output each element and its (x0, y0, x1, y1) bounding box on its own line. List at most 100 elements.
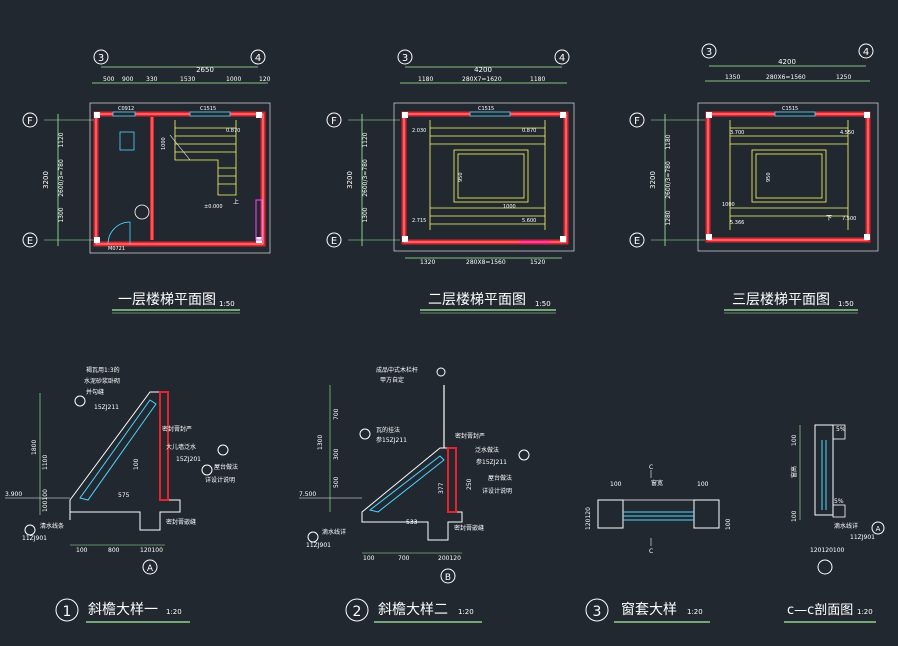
plan-1: 3 4 F E 2650 500 900 330 1530 1000 120 3… (22, 49, 271, 314)
dim-left-2: 1300 (362, 207, 369, 222)
d2-note-8: 详设计说明 (482, 487, 512, 495)
d1-dim-v-0: 1800 (31, 440, 38, 455)
detail-2-section: 1300 700 300 500 377 250 7.500 100 700 2… (299, 366, 530, 623)
axis-bubble-4 (554, 49, 570, 65)
d4-note-0: 窗高 (790, 466, 798, 478)
note-elev-0870: 0.870 (522, 128, 536, 134)
dim-top-1: 280X7=1620 (462, 76, 502, 83)
note-elev-7500: 7.500 (842, 216, 856, 222)
d2-dim-h-1: 700 (398, 555, 410, 562)
axis-label-4: 4 (255, 53, 261, 64)
plan-3-scale: 1:50 (838, 300, 854, 308)
d4-note-2: 5% (834, 498, 844, 505)
note-elev-2715: 2.715 (412, 218, 426, 224)
dim-top-total: 4200 (778, 58, 796, 66)
dim-top-2: 1250 (836, 74, 851, 81)
detail-1-number-bubble (55, 598, 79, 622)
axis-label-E: E (27, 236, 33, 247)
detail-1-section: 1800 1100 100100 100 3.900 100 800 12010… (5, 366, 238, 623)
d2-note-3: 参15ZJ211 (376, 436, 407, 444)
d2-elev: 7.500 (299, 491, 316, 498)
plan-3-title: 三层楼梯平面图 (732, 292, 830, 308)
note-c1515: C1515 (200, 106, 216, 112)
d2-dim-v-2: 300 (333, 448, 340, 460)
d1-dim-h-2: 120100 (140, 547, 163, 554)
d4-note-4: 11ZJ901 (850, 534, 875, 541)
d2-note-5: 泛水做法 (475, 446, 499, 454)
dim-top-0: 500 (103, 76, 115, 83)
dim-top-total: 4200 (474, 66, 492, 74)
axis-bubble-3 (93, 49, 109, 65)
d1-dim-v-3: 100100 (42, 489, 49, 512)
note-down: 下 (826, 215, 832, 222)
detail-3-scale: 1:20 (687, 608, 703, 616)
note-950: 950 (458, 172, 464, 182)
note-up: 上 (233, 198, 239, 206)
dim-top-0: 1180 (418, 76, 433, 83)
axis-label-E: E (331, 236, 337, 247)
d4-note-1: 5% (836, 426, 846, 433)
d1-dim-h-0: 100 (76, 547, 88, 554)
d2-note-1: 甲方自定 (380, 376, 404, 384)
axis-label-F: F (27, 116, 33, 127)
dim-left-1: 2600/3=780 (362, 159, 369, 197)
d2-note-10: 11ZJ901 (306, 542, 331, 549)
axis-bubble-E (22, 232, 38, 248)
dim-left-0: 1120 (362, 132, 369, 147)
d3-dim-h-0: 100 (610, 481, 622, 488)
d4-dim-h-0: 120120100 (810, 547, 845, 554)
detail-4-title: c—c剖面图 (787, 603, 853, 618)
detail-3-number-bubble (585, 598, 609, 622)
plan-2-scale: 1:50 (535, 300, 551, 308)
plan-2-title: 二层楼梯平面图 (428, 292, 526, 308)
d1-dim-h-3: 575 (118, 492, 130, 499)
d3-note-2: C (649, 548, 653, 555)
d2-note-9: 滴水线详 (322, 528, 346, 536)
dim-top-1: 900 (122, 76, 134, 83)
axis-bubble-E (629, 232, 645, 248)
d1-note-10: 清水线条 (40, 522, 64, 530)
d2-dim-v-1: 700 (333, 408, 340, 420)
d2-dim-v-5: 250 (466, 478, 473, 490)
plan-1-title: 一层楼梯平面图 (118, 292, 216, 308)
detail-1-scale: 1:20 (166, 608, 182, 616)
axis-label-4: 4 (559, 53, 565, 64)
detail-2-title: 斜檐大样二 (378, 602, 448, 618)
detail-4-scale: 1:20 (857, 608, 873, 616)
detail-3-title: 窗套大样 (621, 601, 677, 618)
dim-top-2: 1180 (530, 76, 545, 83)
axis-bubble-4 (250, 49, 266, 65)
axis-bubble-F (326, 112, 342, 128)
dim-bottom-1: 280X8=1560 (466, 259, 506, 266)
axis-bubble-F (22, 112, 38, 128)
note-950: 950 (766, 172, 772, 182)
axis-label-4: 4 (863, 47, 869, 58)
axis-label-3: 3 (402, 53, 408, 64)
note-c0912: C0912 (118, 106, 134, 112)
note-elev-4550: 4.550 (840, 130, 854, 136)
axis-bubble-4 (858, 43, 874, 59)
note-elev-5600: 5.600 (522, 218, 536, 224)
detail-4-section: 窗高 5% 5% 滴水线详 11ZJ901 100 100 120120100 … (784, 424, 885, 623)
note-elev-5366: 5.366 (730, 220, 744, 226)
d2-dim-h-0: 100 (363, 555, 375, 562)
dim-top-total: 2650 (196, 66, 214, 74)
detail-2-scale: 1:20 (458, 608, 474, 616)
note-elev-0000: ±0.000 (204, 204, 223, 210)
dim-left-total: 3200 (42, 171, 50, 189)
plan-3-stair (729, 120, 849, 230)
axis-label-E: E (634, 236, 640, 247)
d2-note-0: 成品中式木栏杆 (376, 366, 418, 374)
axis-bubble-F (629, 112, 645, 128)
d1-note-9: 密封膏嵌缝 (166, 518, 196, 526)
d2-note-4: 密封膏封严 (455, 432, 485, 440)
d1-note-11: 11ZJ901 (22, 535, 47, 542)
detail-2-number-bubble (345, 598, 369, 622)
plan-1-stair (174, 120, 237, 196)
d1-elev: 3.900 (5, 491, 22, 498)
dim-top-1: 280X6=1560 (766, 74, 806, 81)
d1-dim-h-1: 800 (108, 547, 120, 554)
d2-note-6: 参15ZJ211 (476, 458, 507, 466)
d3-dim-h-1: 100 (697, 481, 709, 488)
